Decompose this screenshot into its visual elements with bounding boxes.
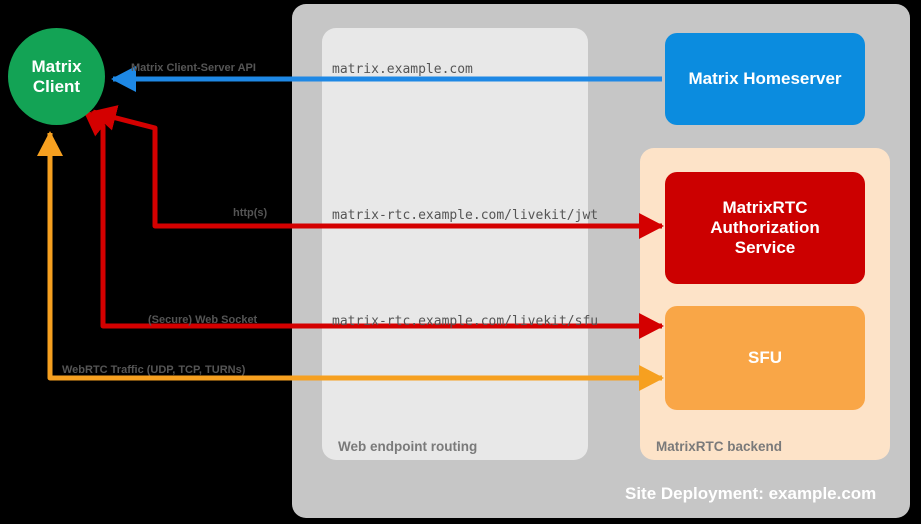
caption-web-endpoint-routing: Web endpoint routing [338,439,478,454]
endpoint-url-livekit-jwt: matrix-rtc.example.com/livekit/jwt [332,208,599,223]
node-matrix-client-line2: Client [32,76,81,96]
edge-webrtc-media [37,130,665,391]
caption-site-deployment: Site Deployment: example.com [625,484,877,503]
panel-web-endpoint-routing [322,28,588,460]
node-auth-line1: MatrixRTC [722,198,808,218]
node-matrix-client[interactable]: Matrix Client [8,28,105,125]
edge-label-http: http(s) [233,207,268,219]
node-sfu-label: SFU [748,348,782,368]
node-matrix-client-line1: Matrix [31,56,82,76]
edge-livekit-sfu [83,110,665,339]
edge-label-web-socket: (Secure) Web Socket [148,314,258,326]
node-matrix-homeserver[interactable]: Matrix Homeserver [665,33,865,125]
node-matrix-homeserver-label: Matrix Homeserver [688,69,842,89]
edge-livekit-jwt [91,105,665,239]
edge-label-webrtc-traffic: WebRTC Traffic (UDP, TCP, TURNs) [62,364,246,376]
node-auth-line2: Authorization [710,218,820,238]
node-sfu[interactable]: SFU [665,306,865,410]
node-matrixrtc-authorization-service[interactable]: MatrixRTC Authorization Service [665,172,865,284]
edge-label-client-server-api: Matrix Client-Server API [131,62,256,74]
endpoint-url-matrix: matrix.example.com [332,62,473,77]
endpoint-url-livekit-sfu: matrix-rtc.example.com/livekit/sfu [332,314,599,329]
caption-matrixrtc-backend: MatrixRTC backend [656,439,783,454]
node-auth-line3: Service [734,237,796,257]
